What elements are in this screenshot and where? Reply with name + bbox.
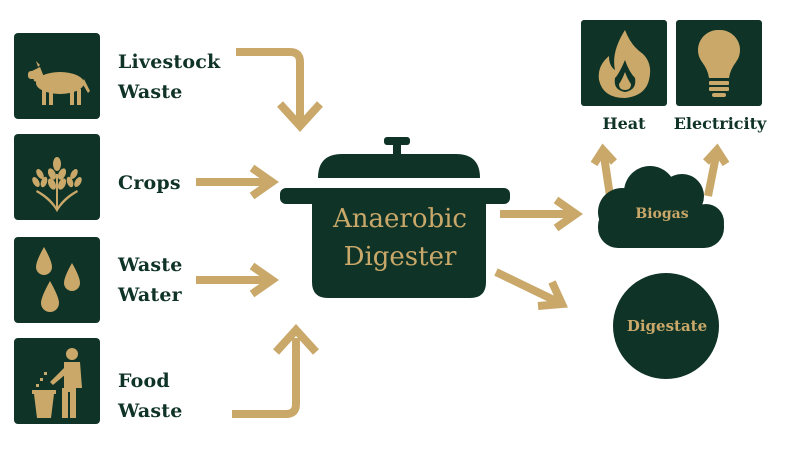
digestate-circle bbox=[613, 273, 719, 379]
digester-pot bbox=[280, 137, 510, 298]
arrow-food-waste bbox=[232, 338, 300, 418]
arrow-to-electricity bbox=[704, 155, 720, 197]
label-crops: Crops bbox=[118, 172, 181, 194]
arrowhead-to-biogas bbox=[553, 196, 583, 232]
arrowhead-waste-water bbox=[249, 262, 279, 298]
tile-heat bbox=[581, 20, 667, 106]
arrow-livestock bbox=[236, 48, 304, 120]
label-electricity: Electricity bbox=[673, 114, 767, 133]
arrowhead-crops bbox=[249, 164, 279, 200]
wheat-icon bbox=[32, 157, 82, 212]
tile-waste-water bbox=[14, 237, 100, 323]
cow-icon bbox=[28, 61, 90, 105]
arrowhead-to-heat bbox=[590, 143, 617, 167]
arrowhead-livestock bbox=[277, 101, 323, 132]
tile-crops bbox=[14, 134, 100, 220]
arrow-to-heat bbox=[600, 155, 614, 197]
arrowhead-to-digestate bbox=[537, 280, 568, 310]
label-heat: Heat bbox=[602, 114, 646, 133]
water-drops-icon bbox=[36, 247, 80, 312]
label-digestate: Digestate bbox=[626, 317, 708, 335]
arrow-to-digestate bbox=[494, 268, 560, 306]
flame-icon bbox=[598, 30, 651, 98]
lightbulb-icon bbox=[697, 29, 741, 97]
biogas-cloud bbox=[598, 166, 724, 248]
tile-food-waste bbox=[14, 338, 100, 424]
tile-electricity bbox=[676, 20, 762, 106]
trash-person-icon bbox=[32, 348, 82, 418]
label-biogas: Biogas bbox=[635, 206, 689, 222]
arrowhead-food-waste bbox=[273, 324, 319, 355]
tile-livestock bbox=[14, 33, 100, 119]
arrowhead-to-electricity bbox=[703, 143, 730, 167]
